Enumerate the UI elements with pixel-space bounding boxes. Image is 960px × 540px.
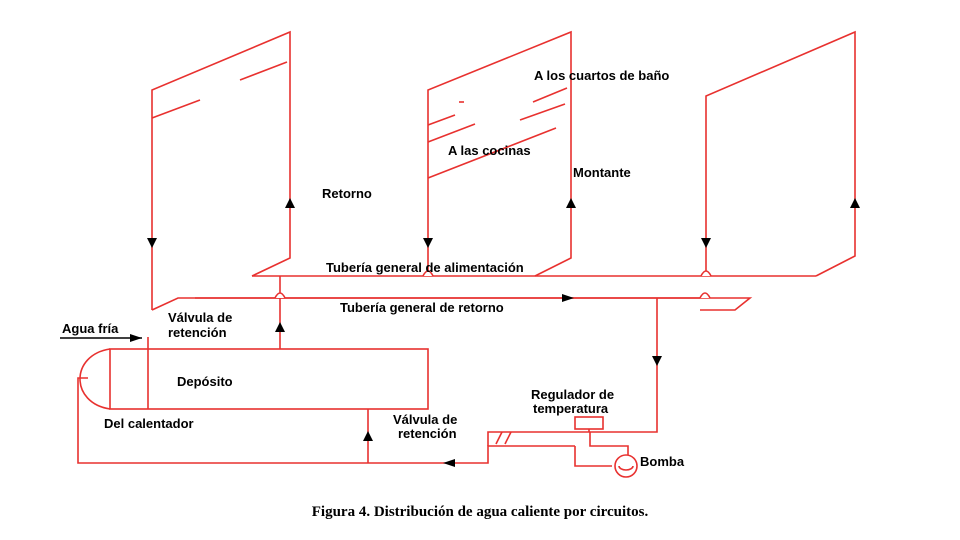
label-agua-fria: Agua fría — [62, 321, 119, 336]
label-a-las-cocinas: A las cocinas — [448, 143, 531, 158]
riser-panel-left — [151, 30, 291, 310]
pump-bomba — [574, 432, 638, 478]
check-valve-symbol — [495, 431, 512, 445]
pipe-crossover-2 — [699, 292, 711, 299]
label-a-los-cuartos-de-bano: A los cuartos de baño — [534, 68, 669, 83]
arrow-down-left-riser — [147, 238, 157, 248]
temperature-regulator — [574, 416, 604, 432]
label-retorno: Retorno — [322, 186, 372, 201]
label-montante: Montante — [573, 165, 631, 180]
pipe-crossover-4 — [700, 270, 712, 277]
tank-deposito — [79, 337, 429, 410]
arrow-down-right-riser — [701, 238, 711, 248]
label-tuberia-general-de-alimentacion: Tubería general de alimentación — [326, 260, 524, 275]
arrow-down-return-leg — [652, 356, 662, 366]
arrow-up-heater-loop — [363, 431, 373, 441]
arrow-right-general-return — [562, 294, 574, 302]
flow-arrows — [130, 198, 860, 467]
label-tuberia-general-de-retorno: Tubería general de retorno — [340, 300, 504, 315]
arrow-up-left-return — [285, 198, 295, 208]
arrow-right-cold-water — [130, 334, 142, 342]
riser-panel-middle — [427, 30, 572, 277]
label-regulador-de-temperatura-line1: Regulador de — [531, 387, 614, 402]
return-leg-to-regulator — [590, 298, 658, 433]
arrow-down-middle-riser — [423, 238, 433, 248]
label-del-calentador: Del calentador — [104, 416, 194, 431]
label-valvula-de-retencion-1-line1: Válvula de — [168, 310, 232, 325]
arrow-up-right-return — [850, 198, 860, 208]
label-valvula-de-retencion-2-line1: Válvula de — [393, 412, 457, 427]
label-regulador-de-temperatura-line2: temperatura — [533, 401, 609, 416]
pipe-crossover-3 — [422, 270, 434, 277]
label-deposito: Depósito — [177, 374, 233, 389]
pipe-valve-to-regulator — [487, 431, 590, 446]
label-valvula-de-retencion-1-line2: retención — [168, 325, 227, 340]
label-valvula-de-retencion-2-line2: retención — [398, 426, 457, 441]
label-bomba: Bomba — [640, 454, 685, 469]
arrow-up-middle-return — [566, 198, 576, 208]
figure-caption: Figura 4. Distribución de agua caliente … — [312, 504, 649, 520]
pipe-crossover-1 — [274, 292, 286, 299]
arrow-up-tank-outlet — [275, 322, 285, 332]
arrow-left-heater-loop — [443, 459, 455, 467]
riser-panel-right — [705, 30, 856, 277]
